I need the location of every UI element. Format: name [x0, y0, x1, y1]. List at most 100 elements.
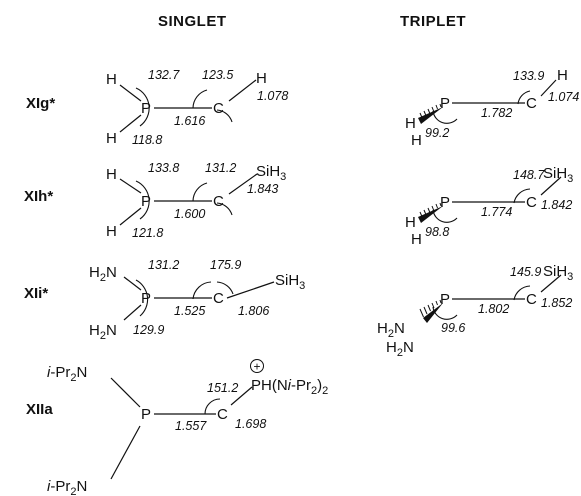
- atom-h: H: [106, 223, 117, 240]
- angle-arc: [216, 109, 233, 123]
- atom-p: P: [141, 290, 151, 307]
- hash-bond: [419, 103, 442, 122]
- atom-c: C: [526, 194, 537, 211]
- atom-h2n: H2N: [386, 339, 414, 359]
- bond-angle: 99.2: [425, 126, 449, 140]
- bond-angle: 133.8: [148, 161, 179, 175]
- triplet-structure-xih: H H P C SiH3 148.7 98.8 1.774 1.842: [405, 165, 573, 248]
- bond-length: 1.802: [478, 302, 509, 316]
- singlet-structure-xii: H2N H2N P C SiH3 131.2 175.9 129.9 1.525…: [89, 258, 305, 342]
- atom-h: H: [557, 67, 568, 84]
- triplet-structure-xii: H2N H2N P C SiH3 145.9 99.6 1.802 1.852: [377, 263, 573, 359]
- angle-arc: [135, 180, 150, 220]
- bond-angle: 121.8: [132, 226, 163, 240]
- atom-h2n: H2N: [89, 264, 117, 284]
- atom-p: P: [440, 194, 450, 211]
- triplet-structure-xig: H H P C H 133.9 99.2 1.782 1.074: [405, 67, 579, 149]
- bond-angle: 132.7: [148, 68, 180, 82]
- wedge-bond: [423, 303, 443, 323]
- bond-angle: 131.2: [205, 161, 236, 175]
- bond-angle: 131.2: [148, 258, 179, 272]
- bond-length: 1.852: [541, 296, 572, 310]
- atom-c: C: [526, 95, 537, 112]
- row-label: XIh*: [24, 188, 53, 205]
- atom-c: C: [213, 100, 224, 117]
- bond-angle: 145.9: [510, 265, 541, 279]
- positive-charge-icon: [250, 359, 264, 373]
- angle-arc: [192, 281, 212, 300]
- atom-h2n: H2N: [89, 322, 117, 342]
- bond-angle: 118.8: [132, 133, 162, 147]
- bond-length: 1.698: [235, 417, 266, 431]
- bond-angle: 151.2: [207, 381, 238, 395]
- angle-arc: [216, 281, 234, 295]
- wedge-bond: [418, 107, 443, 124]
- wedge-bond: [418, 206, 443, 223]
- row-label: XIIa: [26, 401, 53, 418]
- atom-sih3: SiH3: [543, 263, 573, 283]
- atom-h: H: [405, 214, 416, 231]
- singlet-structure-xig: H P C H H 132.7 123.5 118.8 1.616 1.078: [106, 68, 288, 147]
- atom-h: H: [256, 70, 267, 87]
- row-label: XIg*: [26, 95, 55, 112]
- angle-arc: [517, 90, 531, 105]
- atom-sih3: SiH3: [256, 163, 286, 183]
- atom-p: P: [440, 95, 450, 112]
- bond-length: 1.600: [174, 207, 205, 221]
- atom-p: P: [141, 100, 151, 117]
- bond-length: 1.557: [175, 419, 207, 433]
- bond-length: 1.078: [257, 89, 288, 103]
- atom-h: H: [106, 166, 117, 183]
- atom-sih3: SiH3: [275, 272, 305, 292]
- atom-c: C: [213, 290, 224, 307]
- bond-length: 1.074: [548, 90, 579, 104]
- bond-length: 1.525: [174, 304, 205, 318]
- hash-bond: [419, 202, 442, 221]
- bond-angle: 133.9: [513, 69, 544, 83]
- header-triplet: TRIPLET: [400, 13, 466, 30]
- atom-phosphonium: PH(Ni-Pr2)2: [251, 377, 328, 397]
- bond-length: 1.806: [238, 304, 269, 318]
- bond-length: 1.842: [541, 198, 572, 212]
- header-singlet: SINGLET: [158, 13, 227, 30]
- atom-h2n: H2N: [377, 320, 405, 340]
- atom-ipr2n: i-Pr2N: [47, 364, 87, 384]
- atom-c: C: [217, 406, 228, 423]
- angle-arc: [135, 279, 149, 317]
- bond-length: 1.782: [481, 106, 512, 120]
- bond-length: 1.616: [174, 114, 205, 128]
- atom-p: P: [141, 406, 151, 423]
- atom-ipr2n: i-Pr2N: [47, 478, 87, 496]
- bond-length: 1.843: [247, 182, 278, 196]
- angle-arc: [192, 89, 208, 109]
- atom-c: C: [526, 291, 537, 308]
- bond-angle: 98.8: [425, 225, 449, 239]
- row-label: XIi*: [24, 285, 48, 302]
- bond-angle: 129.9: [133, 323, 164, 337]
- singlet-structure-xih: H P C H SiH3 133.8 131.2 121.8 1.600 1.8…: [106, 161, 286, 240]
- angle-arc: [432, 110, 458, 124]
- angle-arc: [513, 188, 531, 204]
- atom-p: P: [440, 291, 450, 308]
- atom-h: H: [411, 231, 422, 248]
- angle-arc: [432, 209, 458, 223]
- angle-arc: [216, 202, 233, 216]
- charge-sign: +: [253, 360, 260, 374]
- angle-arc: [204, 398, 221, 415]
- atom-p: P: [141, 193, 151, 210]
- bond-angle: 123.5: [202, 68, 233, 82]
- atom-h: H: [411, 132, 422, 149]
- hash-bond: [419, 299, 442, 318]
- angle-arc: [135, 87, 150, 127]
- angle-arc: [513, 285, 531, 301]
- atom-h: H: [106, 130, 117, 147]
- angle-arc: [192, 182, 208, 202]
- singlet-structure-xiia: i-Pr2N i-Pr2N P C PH(Ni-Pr2)2 + 151.2 1.…: [47, 359, 328, 496]
- atom-h: H: [405, 115, 416, 132]
- bond-angle: 175.9: [210, 258, 241, 272]
- bond-angle: 148.7: [513, 168, 545, 182]
- atom-c: C: [213, 193, 224, 210]
- atom-sih3: SiH3: [543, 165, 573, 185]
- atom-h: H: [106, 71, 117, 88]
